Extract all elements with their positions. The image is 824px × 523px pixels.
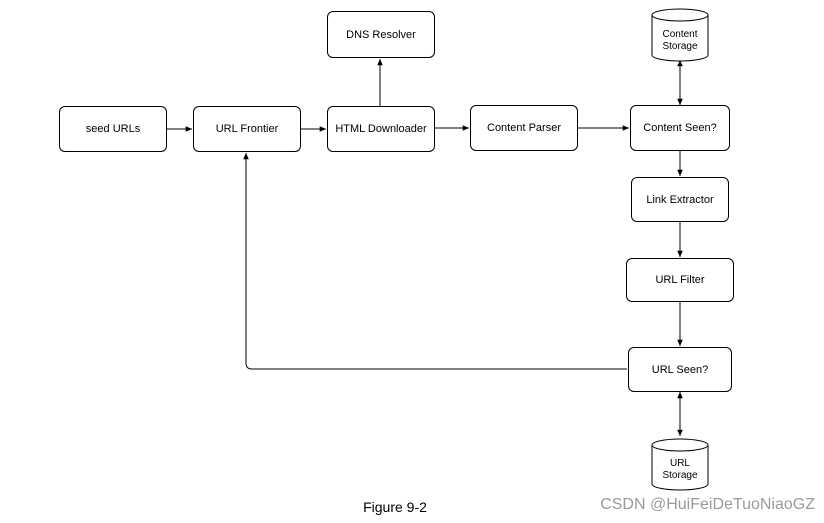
node-url-seen: URL Seen? — [628, 347, 732, 392]
node-html-downloader: HTML Downloader — [327, 106, 435, 152]
content-storage-label-line2: Storage — [662, 41, 698, 52]
node-content-parser: Content Parser — [470, 105, 578, 151]
node-dns-resolver: DNS Resolver — [327, 11, 435, 58]
url-storage-cylinder — [651, 438, 709, 491]
node-link-extractor: Link Extractor — [631, 177, 729, 222]
node-content-seen: Content Seen? — [630, 105, 730, 151]
content-storage-label-line1: Content — [662, 29, 698, 40]
content-storage-cylinder — [651, 8, 709, 62]
url-storage-label: URL Storage — [650, 458, 710, 482]
figure-caption: Figure 9-2 — [363, 499, 427, 515]
content-storage-label: Content Storage — [650, 29, 710, 53]
url-storage-label-line2: Storage — [662, 470, 698, 481]
node-url-filter: URL Filter — [626, 258, 734, 302]
watermark: CSDN @HuiFeiDeTuoNiaoGZ — [600, 496, 815, 513]
node-seed-urls: seed URLs — [59, 106, 167, 152]
edge-url-seen-to-frontier — [243, 153, 627, 370]
url-storage-label-line1: URL — [669, 458, 690, 469]
node-url-frontier: URL Frontier — [193, 106, 301, 152]
